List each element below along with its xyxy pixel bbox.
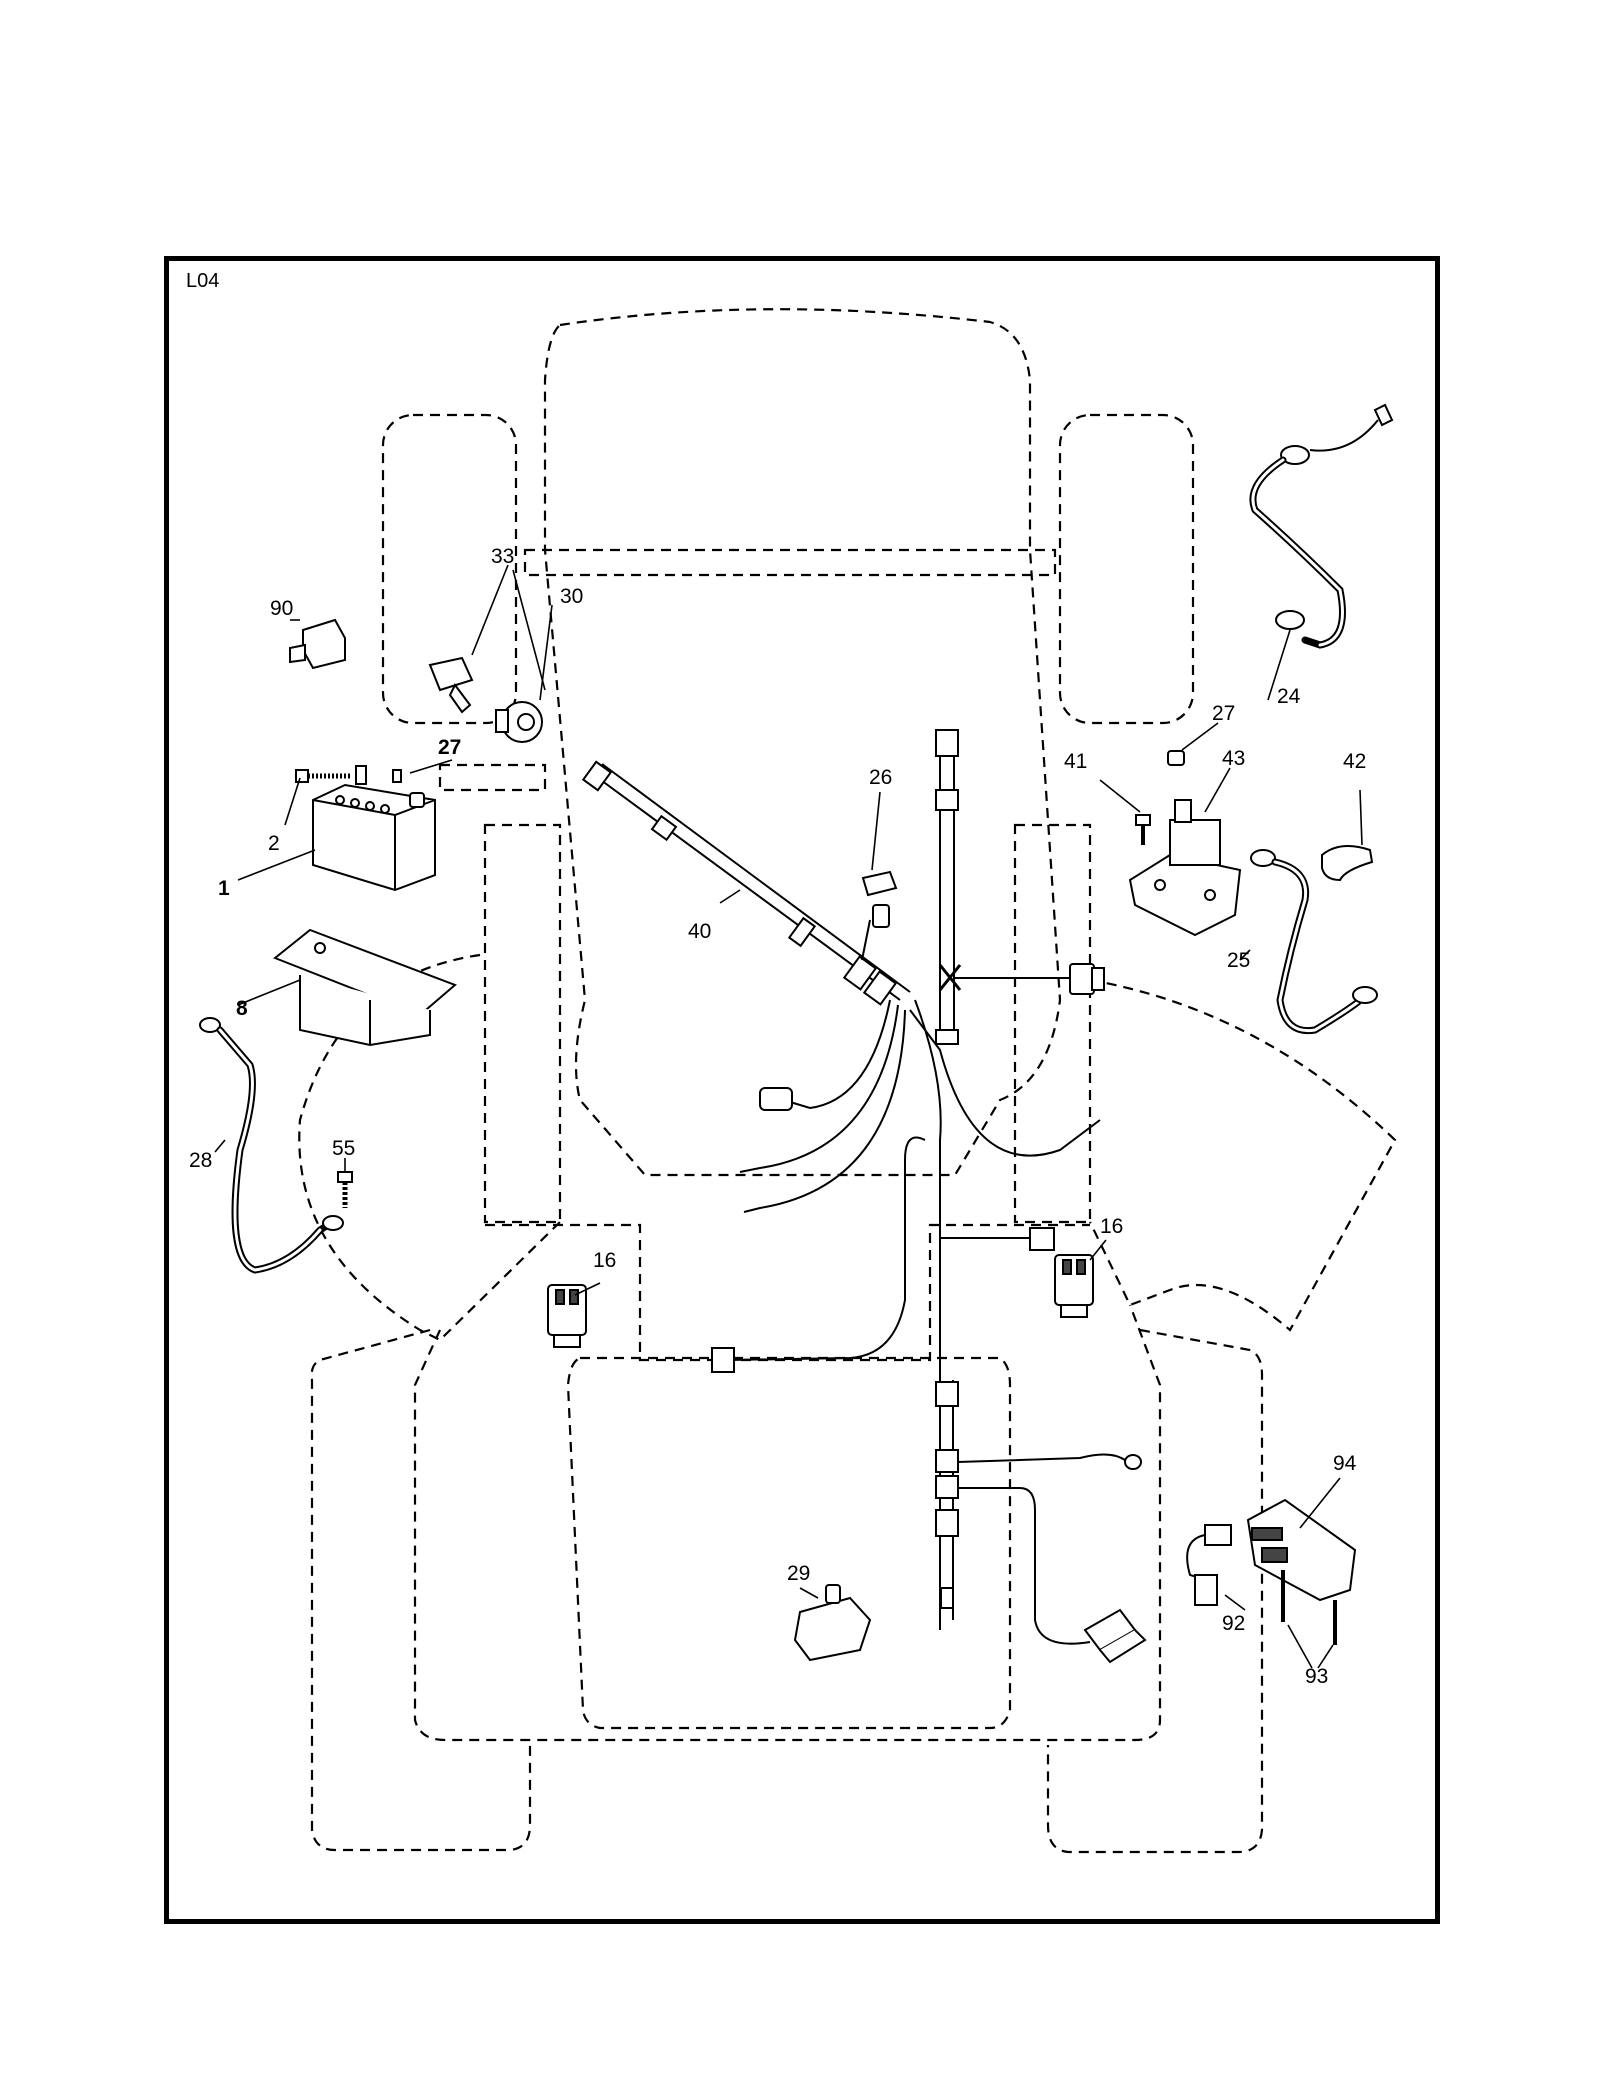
callout-41: 41: [1064, 750, 1087, 773]
callout-27-right: 27: [1212, 702, 1235, 725]
part-55-bolt: [337, 1171, 353, 1208]
callout-25: 25: [1227, 949, 1250, 972]
part-29-seat-switch: [793, 1584, 872, 1662]
part-26-relay: [861, 870, 898, 897]
callout-40: 40: [688, 920, 711, 943]
battery-tray-outline: [438, 763, 547, 792]
callout-28: 28: [189, 1149, 212, 1172]
part-8-battery-tray: [273, 928, 457, 1047]
deck-outline: [298, 953, 1397, 1342]
callout-24: 24: [1277, 685, 1301, 708]
callout-16-left: 16: [593, 1249, 616, 1272]
callout-1: 1: [218, 877, 230, 900]
callout-8: 8: [236, 997, 248, 1020]
callout-labels: 90 33 30 27 2 1 8 28 55 26 40 27 41 43 4…: [189, 545, 1366, 1688]
part-92-harness: [1186, 1524, 1232, 1606]
part-42-terminal-cover: [1321, 845, 1374, 882]
rear-pan-outline: [566, 1356, 1012, 1730]
callout-90: 90: [270, 597, 293, 620]
callout-26: 26: [869, 766, 892, 789]
part-16-switch-right: [1054, 1254, 1094, 1318]
callout-leaders: [214, 564, 1363, 1669]
callout-94: 94: [1333, 1452, 1357, 1475]
callout-43: 43: [1222, 747, 1245, 770]
part-43-starter-solenoid: [1128, 799, 1242, 937]
front-left-wheel: [381, 413, 518, 725]
part-1-battery: [312, 783, 436, 892]
wire-harness: [581, 729, 1142, 1645]
reverse-switch-connector: [1083, 1608, 1147, 1664]
part-30-ignition-switch: [495, 701, 543, 743]
callout-42: 42: [1343, 750, 1366, 773]
part-93-screws: [1281, 1570, 1337, 1645]
callout-2: 2: [268, 832, 280, 855]
part-33-key: [428, 656, 474, 714]
rear-right-wheel: [1046, 1328, 1264, 1854]
diagram-frame: [164, 256, 1440, 1924]
rear-left-wheel: [310, 1328, 532, 1852]
page-id-label: L04: [186, 270, 219, 292]
part-41-bolt: [1135, 814, 1151, 845]
part-16-switch-left: [547, 1284, 587, 1348]
front-axle-outline: [523, 548, 1057, 577]
part-28-ground-cable: [199, 1017, 344, 1274]
callout-27-top: 27: [438, 736, 461, 759]
part-90: [289, 618, 346, 670]
callout-92: 92: [1222, 1612, 1245, 1635]
callout-33: 33: [491, 545, 514, 568]
callout-29: 29: [787, 1562, 810, 1585]
frame-left-outline: [483, 823, 562, 1224]
callout-93: 93: [1305, 1665, 1328, 1688]
callout-55: 55: [332, 1137, 355, 1160]
body-rear-outline: [413, 1304, 1162, 1742]
part-24-battery-cable: [1249, 403, 1394, 649]
callout-16-right: 16: [1100, 1215, 1123, 1238]
part-27-nut: [1167, 750, 1185, 766]
part-94-module: [1246, 1498, 1357, 1602]
part-25-starter-cable: [1250, 849, 1378, 1035]
callout-30: 30: [560, 585, 583, 608]
hood-outline: [543, 308, 1062, 1177]
part-2-bolt: [295, 765, 402, 785]
front-right-wheel: [1058, 413, 1195, 725]
